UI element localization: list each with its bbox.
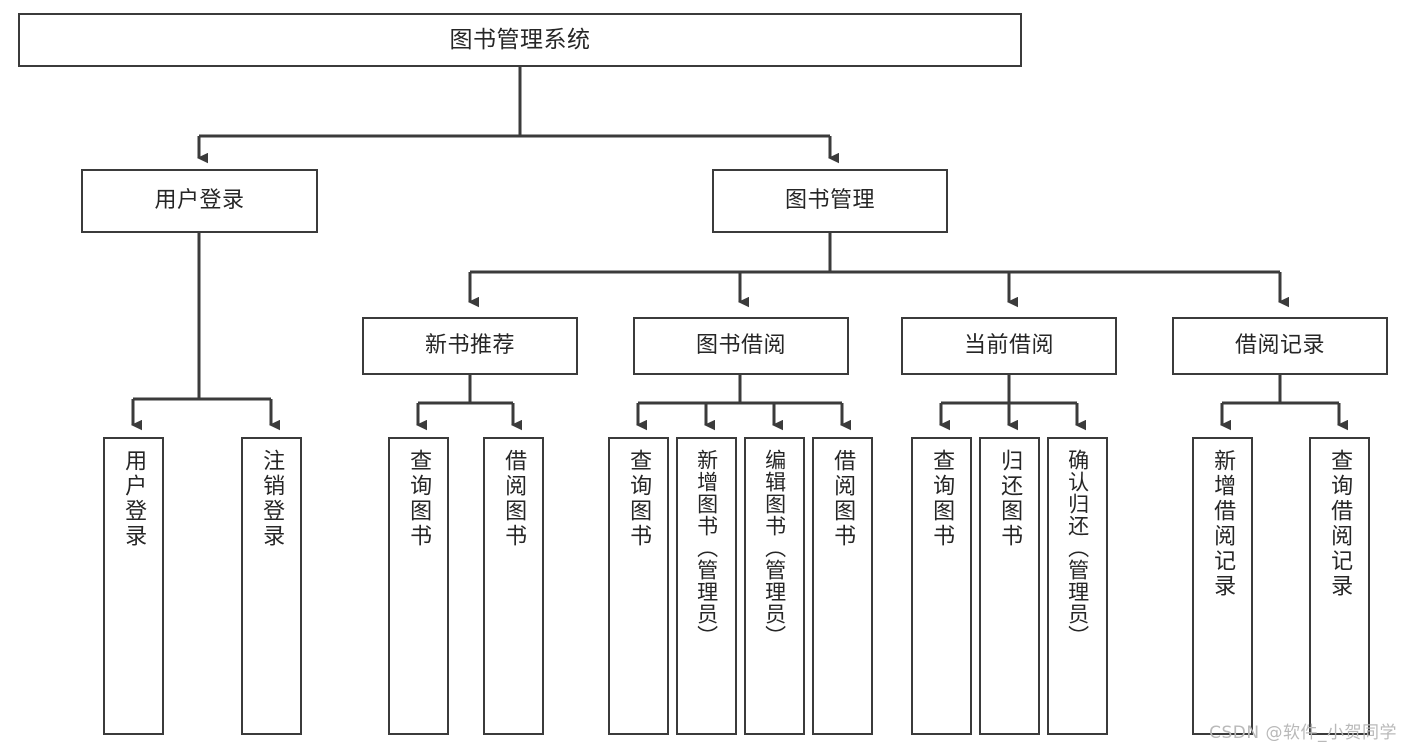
node-label: 图书借阅 [695, 333, 786, 359]
node-root-book-management-system[interactable]: 图书管理系统 [18, 13, 1022, 67]
node-label: 查询图书 [406, 449, 432, 549]
watermark-text: CSDN @软件_小贺同学 [1209, 723, 1397, 743]
leaf-confirm-return-admin[interactable]: 确认归还（管理员） [1047, 437, 1108, 735]
node-label: 查询借阅记录 [1327, 449, 1353, 599]
leaf-query-book-borrow[interactable]: 查询图书 [608, 437, 669, 735]
leaf-query-book-current[interactable]: 查询图书 [911, 437, 972, 735]
leaf-edit-book-admin[interactable]: 编辑图书（管理员） [744, 437, 805, 735]
node-book-management[interactable]: 图书管理 [712, 169, 948, 233]
node-label: 当前借阅 [963, 333, 1054, 359]
leaf-add-book-admin[interactable]: 新增图书（管理员） [676, 437, 737, 735]
node-label: 借阅图书 [501, 449, 527, 549]
leaf-user-login[interactable]: 用户登录 [103, 437, 164, 735]
node-label: 编辑图书（管理员） [762, 449, 787, 647]
node-user-login[interactable]: 用户登录 [81, 169, 318, 233]
node-label: 图书管理系统 [449, 26, 591, 53]
node-label: 注销登录 [259, 449, 285, 549]
node-label: 归还图书 [997, 449, 1023, 549]
node-label: 用户登录 [154, 188, 245, 214]
leaf-logout-login[interactable]: 注销登录 [241, 437, 302, 735]
leaf-add-borrow-record[interactable]: 新增借阅记录 [1192, 437, 1253, 735]
node-label: 查询图书 [929, 449, 955, 549]
leaf-query-book-recommend[interactable]: 查询图书 [388, 437, 449, 735]
leaf-borrow-book[interactable]: 借阅图书 [812, 437, 873, 735]
node-label: 查询图书 [626, 449, 652, 549]
node-current-borrow[interactable]: 当前借阅 [901, 317, 1117, 375]
node-borrow-record[interactable]: 借阅记录 [1172, 317, 1388, 375]
leaf-query-borrow-record[interactable]: 查询借阅记录 [1309, 437, 1370, 735]
leaf-borrow-book-recommend[interactable]: 借阅图书 [483, 437, 544, 735]
node-label: 用户登录 [121, 449, 147, 549]
node-label: 借阅图书 [830, 449, 856, 549]
node-new-book-recommend[interactable]: 新书推荐 [362, 317, 578, 375]
leaf-return-book[interactable]: 归还图书 [979, 437, 1040, 735]
node-label: 新书推荐 [424, 333, 515, 359]
node-book-borrow[interactable]: 图书借阅 [633, 317, 849, 375]
node-label: 借阅记录 [1234, 333, 1325, 359]
node-label: 新增借阅记录 [1210, 449, 1236, 599]
node-label: 图书管理 [784, 188, 875, 214]
node-label: 确认归还（管理员） [1065, 449, 1090, 647]
node-label: 新增图书（管理员） [694, 449, 719, 647]
